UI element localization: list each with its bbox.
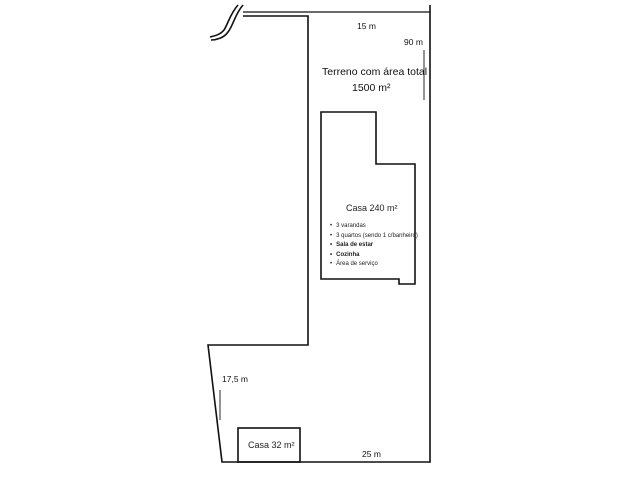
left-dimension-label: 17,5 m <box>222 374 248 384</box>
feature-item: Sala de estar <box>330 241 418 251</box>
feature-item: 3 varandas <box>330 222 418 232</box>
road-curve-inner <box>209 4 239 38</box>
casa-32-title: Casa 32 m² <box>248 440 295 450</box>
terrain-boundary <box>207 5 431 463</box>
casa-240-features: 3 varandas 3 quartos (sendo 1 c/banheiro… <box>330 222 418 270</box>
feature-item: Área de serviço <box>330 260 418 270</box>
casa-32-outline <box>237 427 301 463</box>
top-dimension-label: 15 m <box>357 21 376 31</box>
right-dimension-label: 90 m <box>404 37 423 47</box>
casa-240-title: Casa 240 m² <box>346 203 398 213</box>
terreno-title: Terreno com área total <box>322 66 428 78</box>
feature-item: 3 quartos (sendo 1 c/banheiro) <box>330 232 418 242</box>
terreno-area: 1500 m² <box>352 82 391 94</box>
road-curve-outer <box>210 4 244 41</box>
bottom-dimension-label: 25 m <box>362 449 381 459</box>
casa-240-outline <box>320 111 416 285</box>
feature-item: Cozinha <box>330 251 418 261</box>
